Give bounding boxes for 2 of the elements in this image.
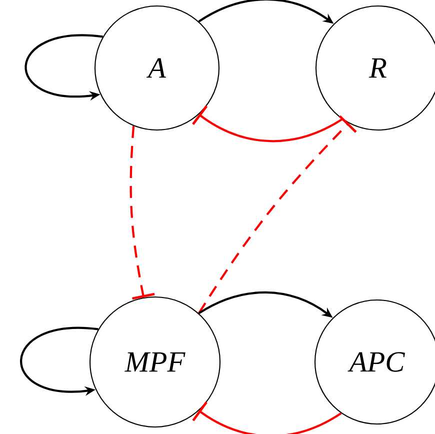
inhibition-line [192,402,342,434]
inhibition-line [130,126,155,300]
